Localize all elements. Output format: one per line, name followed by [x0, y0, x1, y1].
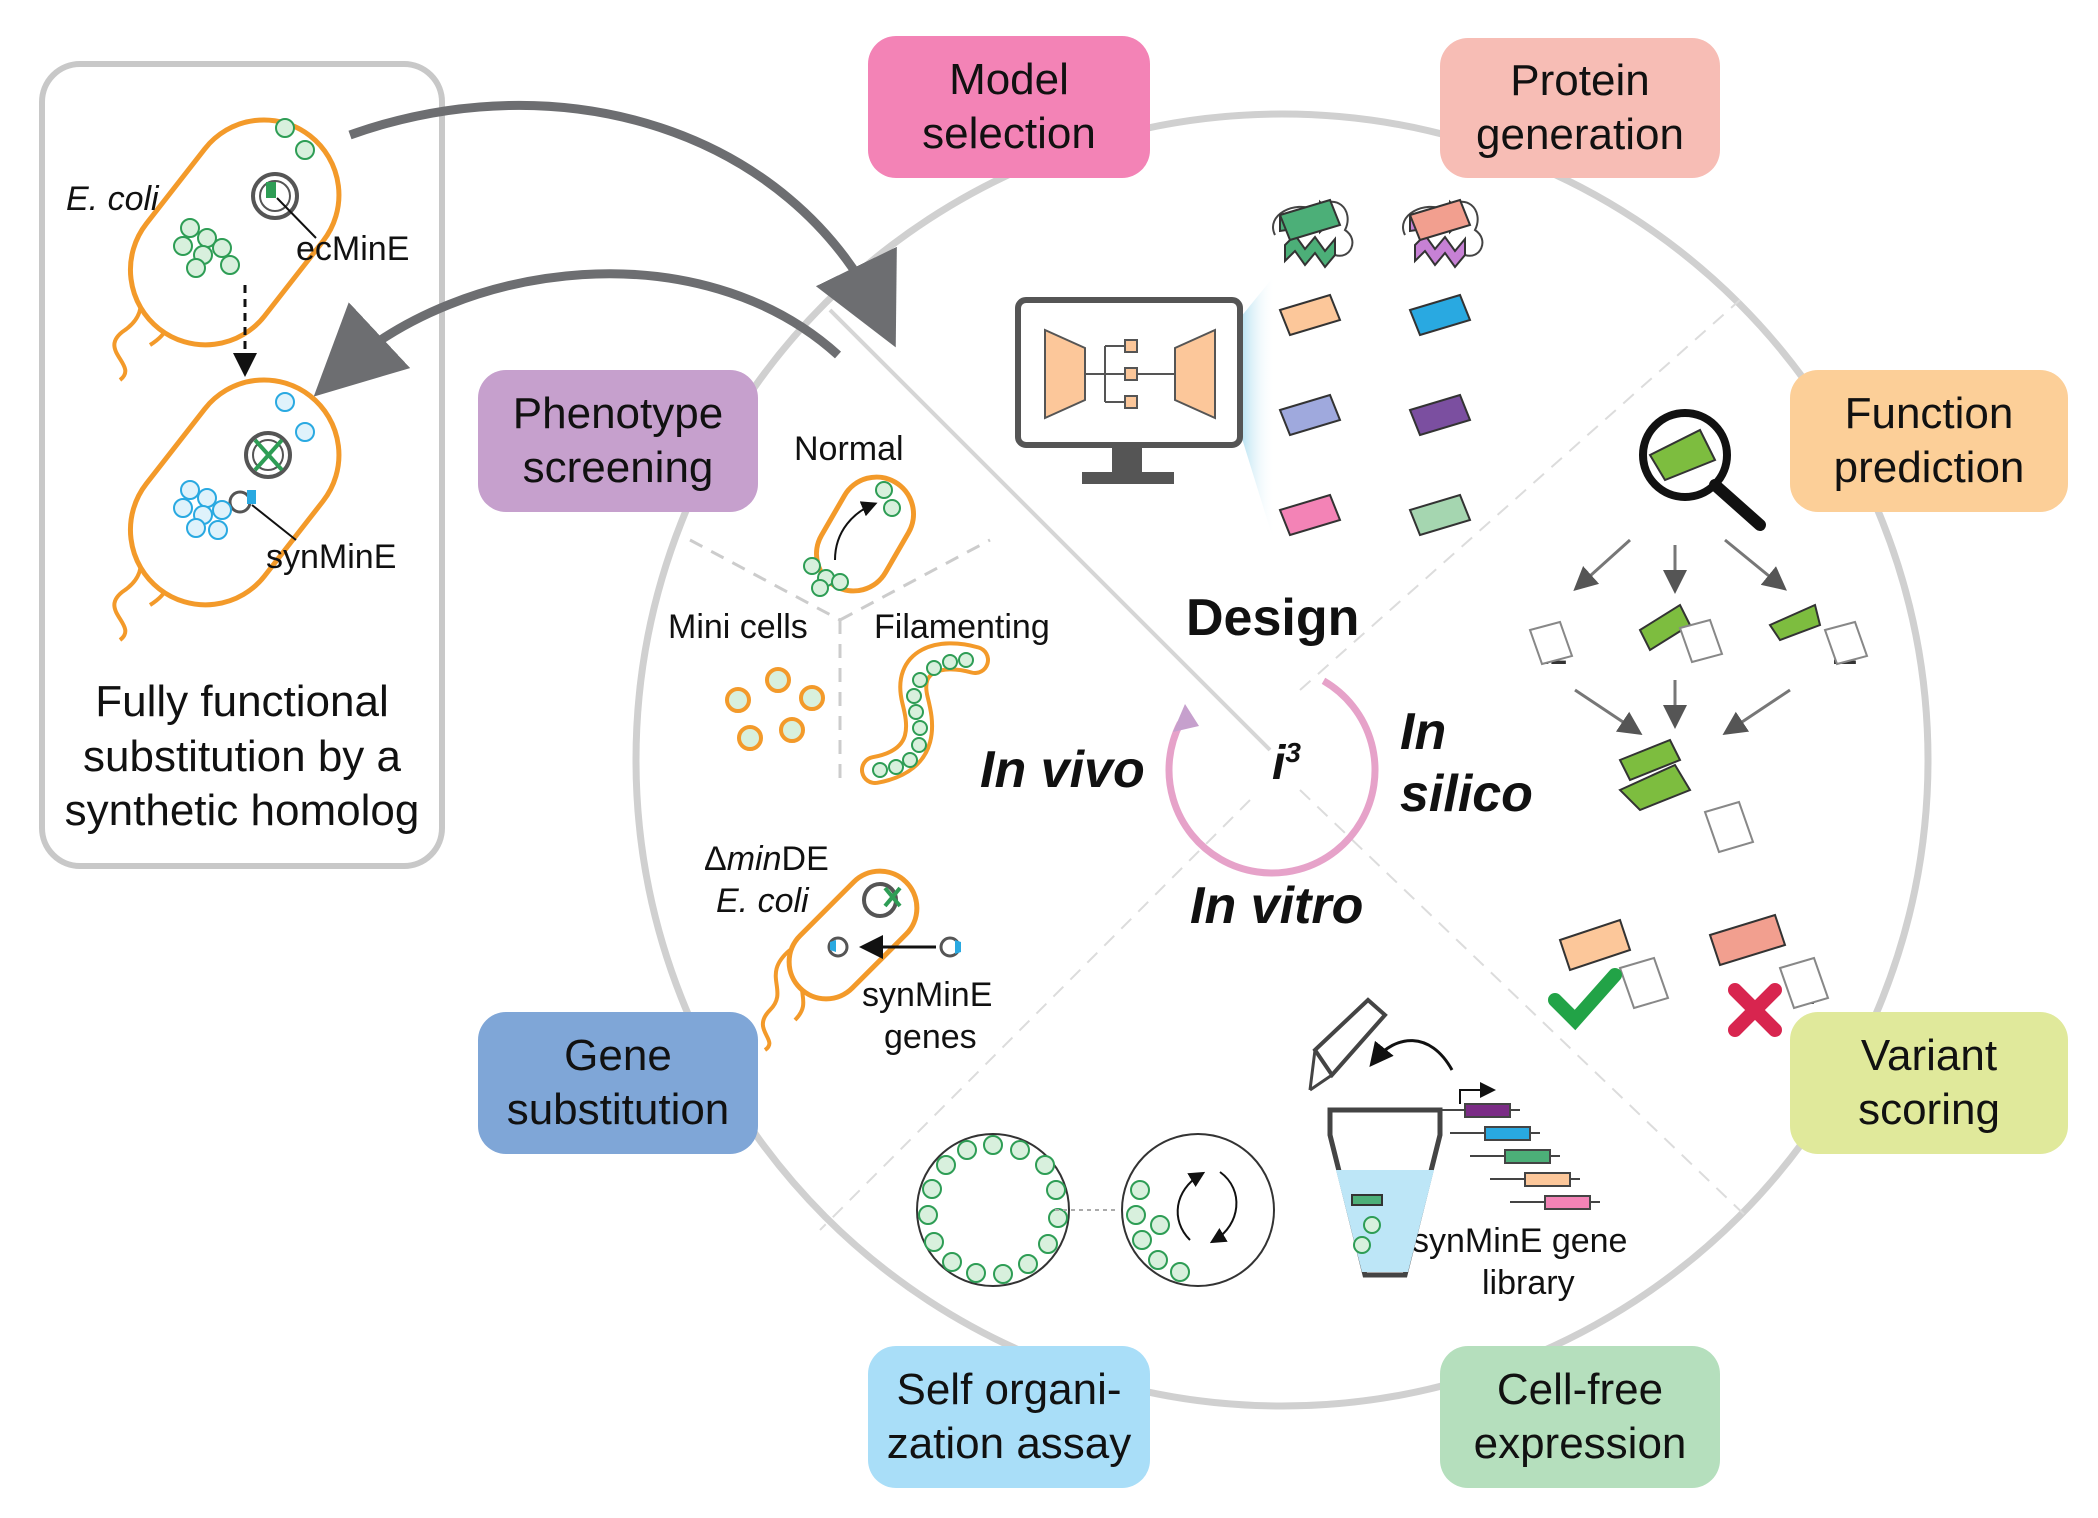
delta-symbol: Δ [704, 840, 727, 878]
in-vivo-label: In vivo [980, 741, 1145, 799]
protein-generation-box: Protein generation [1440, 38, 1720, 178]
i3-label: i3 [1272, 736, 1301, 791]
monitor-icon [1015, 275, 1275, 545]
gene-sub-synmine-label: synMinE [862, 976, 993, 1014]
workflow-ring [632, 110, 1932, 1410]
ecoli-cell-bottom [112, 377, 342, 642]
library-label-2: library [1482, 1264, 1575, 1302]
gene-sub-ecoli-label: E. coli [716, 882, 809, 920]
normal-label: Normal [794, 430, 904, 468]
i3-sup: 3 [1285, 737, 1301, 768]
ecoli-cell-top [112, 117, 342, 382]
phenotype-screening-box: Phenotype screening [478, 370, 758, 512]
self-organization-assay-box: Self organi- zation assay [868, 1346, 1150, 1488]
in-silico-label-2: silico [1400, 765, 1533, 823]
gene-sub-genes-label: genes [884, 1018, 977, 1056]
in-vitro-label: In vitro [1190, 877, 1364, 935]
delta-mine-label: ΔminDE [704, 840, 829, 879]
synmine-label: synMinE [266, 538, 397, 576]
filamenting-label: Filamenting [874, 608, 1050, 646]
variant-scoring-box: Variant scoring [1790, 1012, 2068, 1154]
cell-free-expression-box: Cell-free expression [1440, 1346, 1720, 1488]
model-selection-box: Model selection [868, 36, 1150, 178]
i3-base: i [1272, 737, 1286, 790]
ecoli-label: E. coli [66, 180, 159, 218]
in-silico-label-1: In [1400, 703, 1447, 761]
de-text: DE [781, 840, 829, 878]
arrow-to-cycle [348, 100, 897, 348]
left-panel-caption: Fully functional substitution by a synth… [64, 677, 420, 836]
arrow-to-panel [313, 269, 842, 397]
min-text: min [726, 840, 782, 878]
design-label: Design [1186, 589, 1360, 647]
library-label-1: synMinE gene [1412, 1222, 1628, 1260]
mini-cells-label: Mini cells [668, 608, 808, 646]
ecmine-label: ecMinE [296, 230, 410, 268]
divider-vivo-silico [828, 308, 1272, 752]
gene-substitution-box: Gene substitution [478, 1012, 758, 1154]
function-prediction-box: Function prediction [1790, 370, 2068, 512]
